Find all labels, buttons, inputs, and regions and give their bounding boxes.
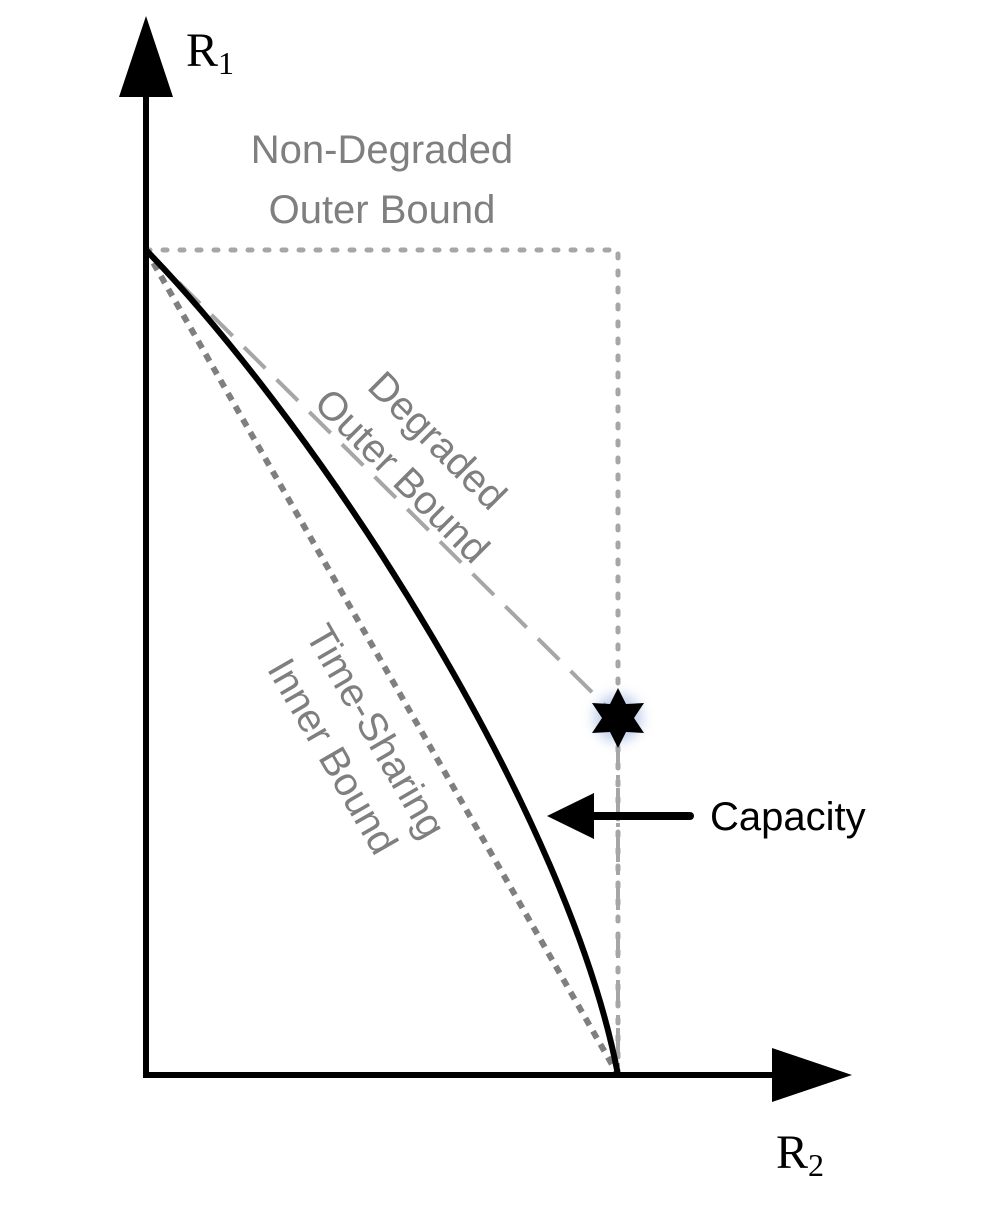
degraded-outer-bound xyxy=(144,248,620,720)
x-axis-arrowhead xyxy=(772,1048,852,1102)
capacity-label: Capacity xyxy=(710,795,866,839)
star-marker-icon xyxy=(592,688,644,748)
capacity-arrow-head xyxy=(547,793,594,839)
y-axis-arrowhead xyxy=(119,16,173,97)
capacity-curve xyxy=(143,247,621,1076)
x-axis-label: R2 xyxy=(776,1126,824,1183)
non-degraded-label-line2: Outer Bound xyxy=(269,188,496,232)
non-degraded-label-line1: Non-Degraded xyxy=(251,128,513,172)
y-axis-label: R1 xyxy=(186,24,234,81)
